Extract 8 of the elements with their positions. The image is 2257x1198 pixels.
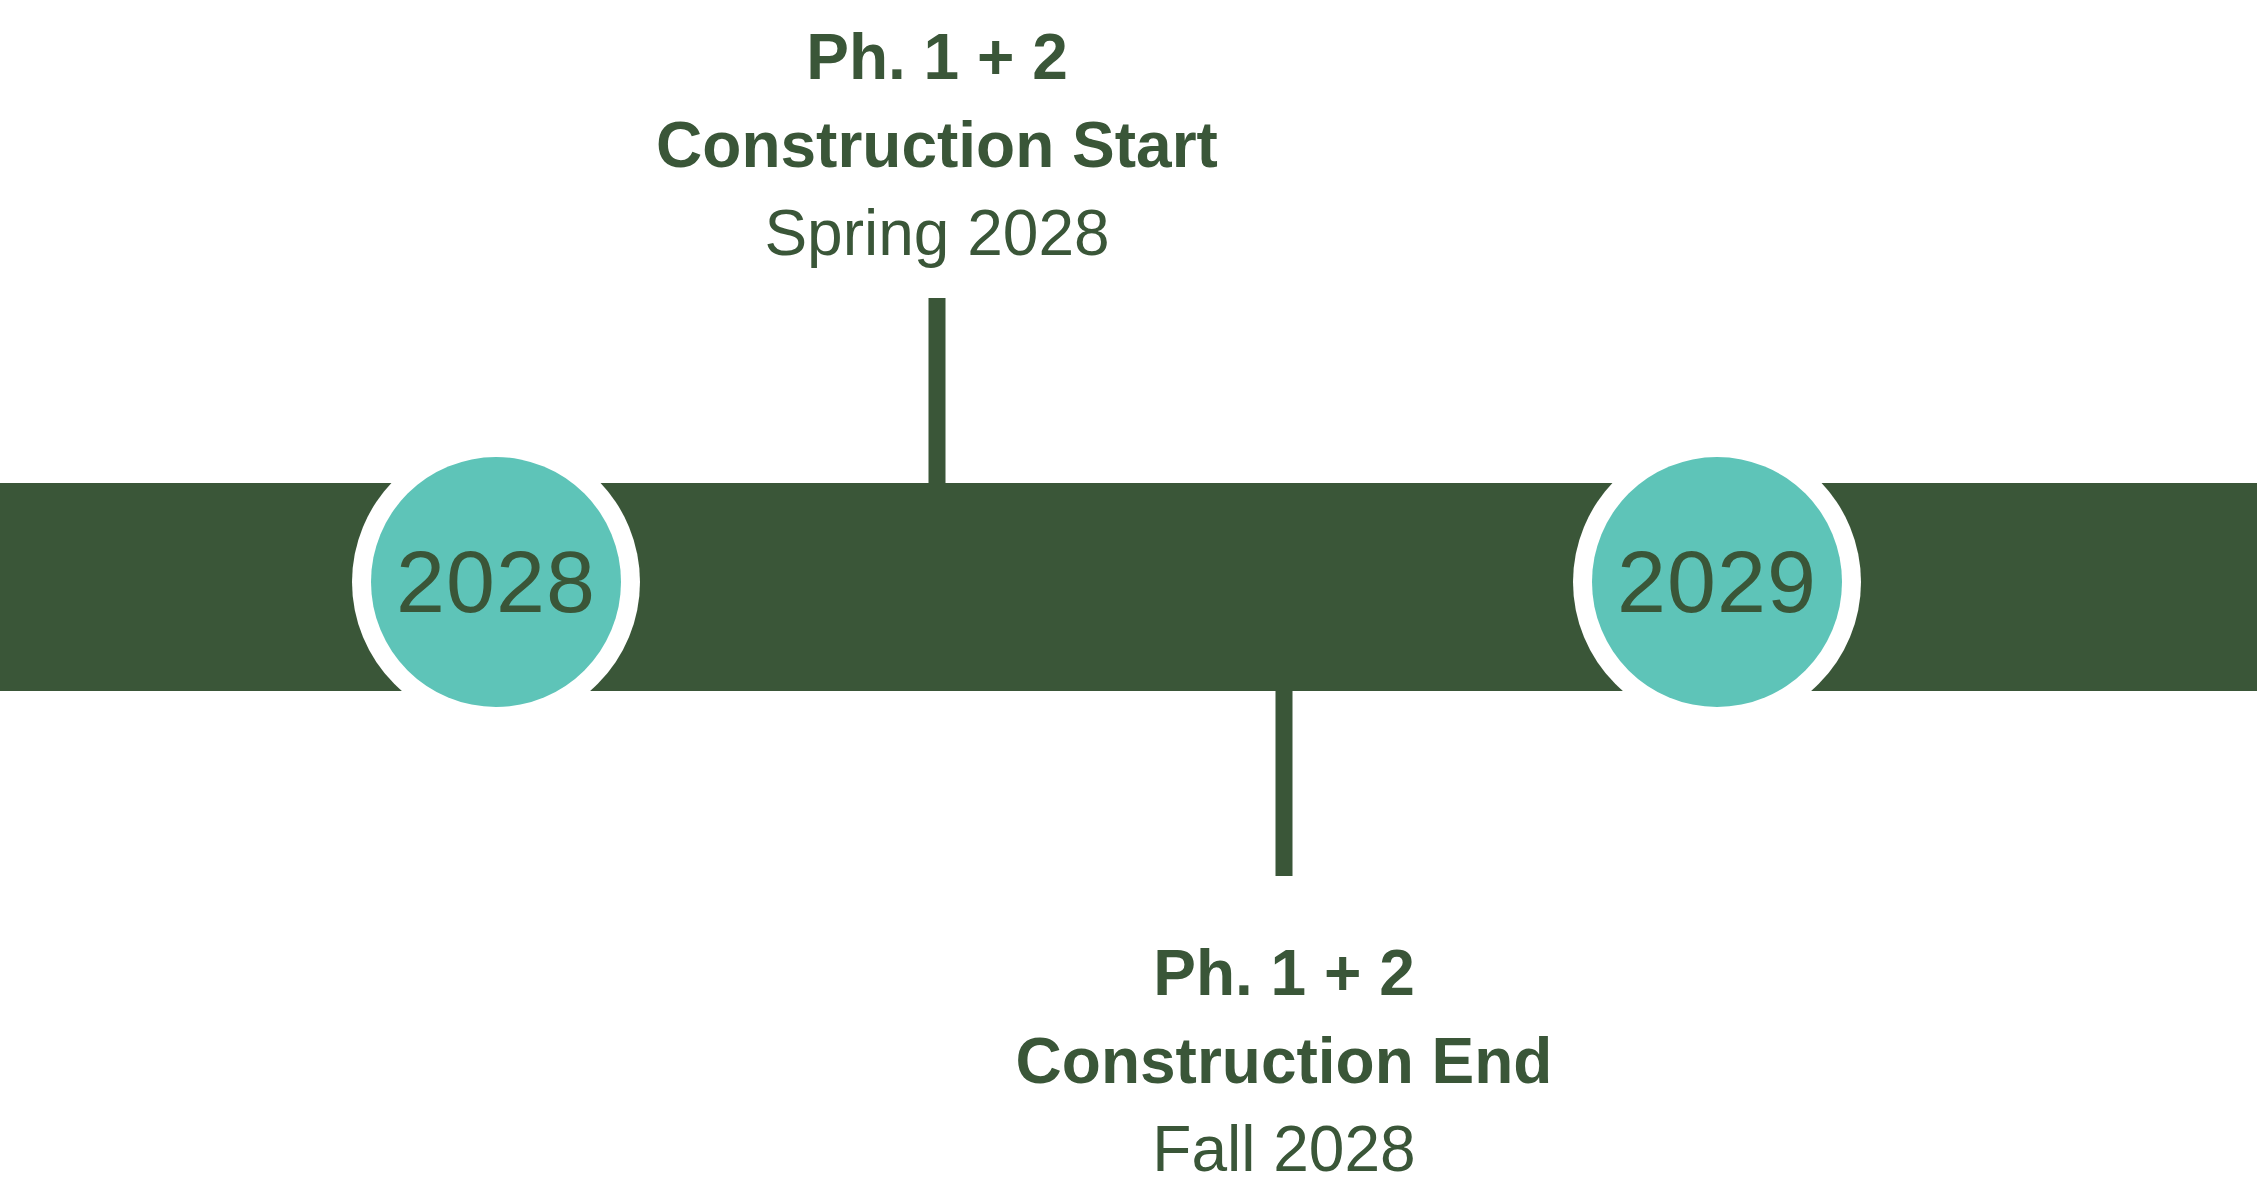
milestone-title: Ph. 1 + 2 Construction Start: [655, 20, 1219, 183]
leader-line: [1275, 691, 1293, 876]
milestone-title: Ph. 1 + 2 Construction End: [1014, 936, 1554, 1099]
milestone-date: Fall 2028: [1152, 1112, 1416, 1187]
year-label: 2029: [1617, 538, 1817, 626]
leader-line: [928, 298, 946, 483]
milestone-date: Spring 2028: [764, 196, 1110, 271]
year-label: 2028: [396, 538, 596, 626]
